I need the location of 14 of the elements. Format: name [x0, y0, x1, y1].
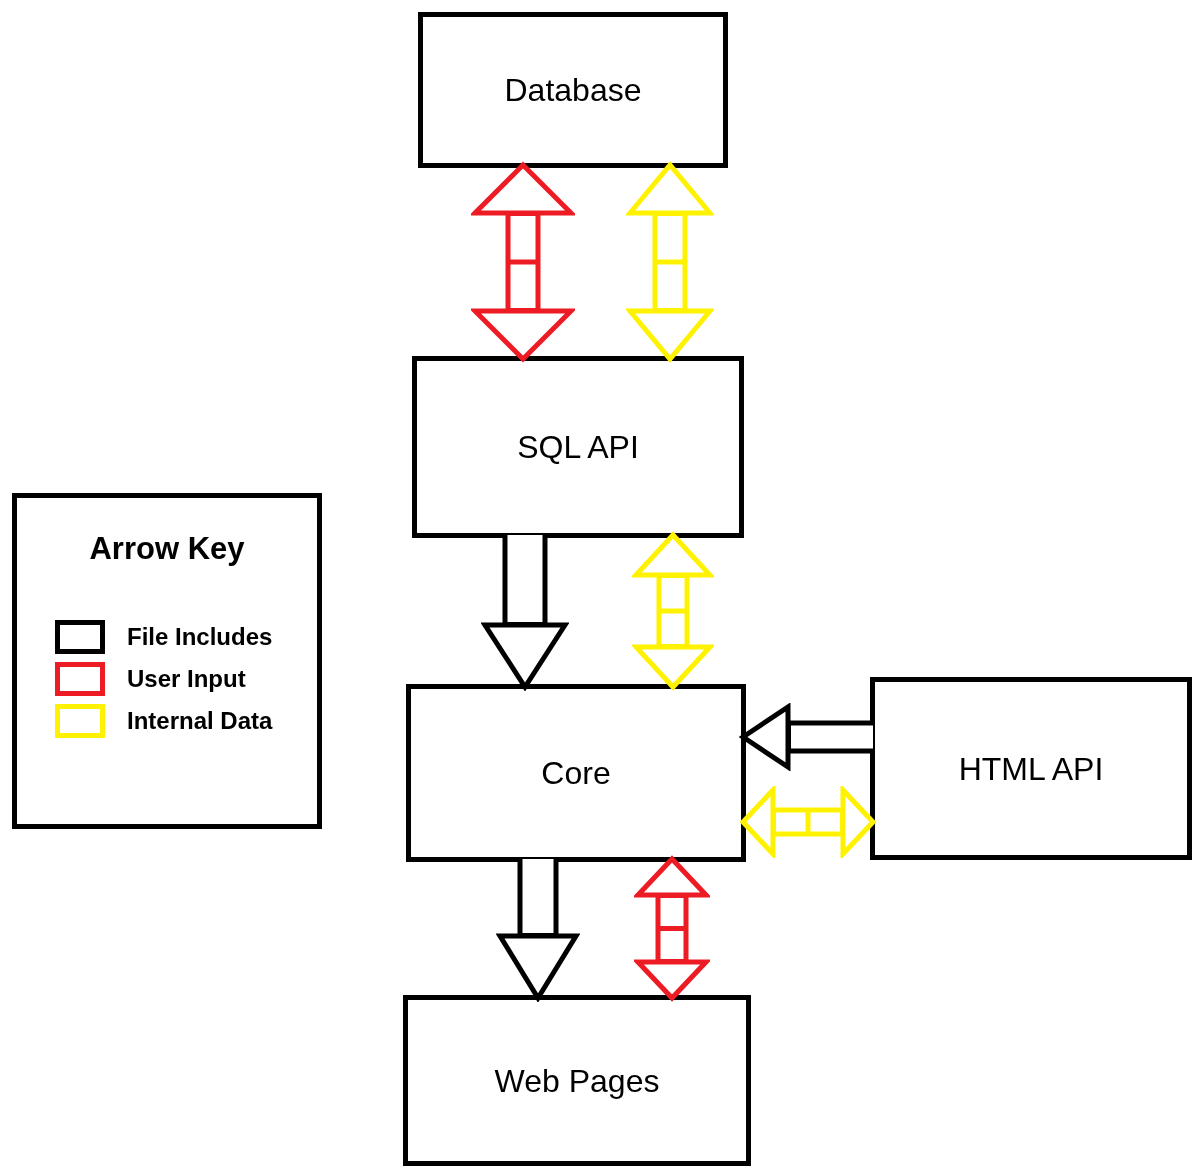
- legend-text: File Includes: [127, 621, 273, 652]
- legend-text: Internal Data: [127, 705, 273, 736]
- box-label: SQL API: [517, 428, 639, 467]
- component-box: [418, 12, 728, 168]
- component-box: [870, 677, 1192, 860]
- component-box: [403, 995, 751, 1166]
- box-label: HTML API: [958, 749, 1104, 789]
- legend-text: User Input: [127, 663, 246, 694]
- box-label: Web Pages: [494, 1061, 660, 1101]
- component-box: [406, 684, 746, 862]
- legend-title: Arrow Key: [89, 530, 245, 568]
- box-label: Core: [541, 754, 611, 793]
- box-label: Database: [504, 71, 642, 110]
- component-box: [412, 356, 744, 538]
